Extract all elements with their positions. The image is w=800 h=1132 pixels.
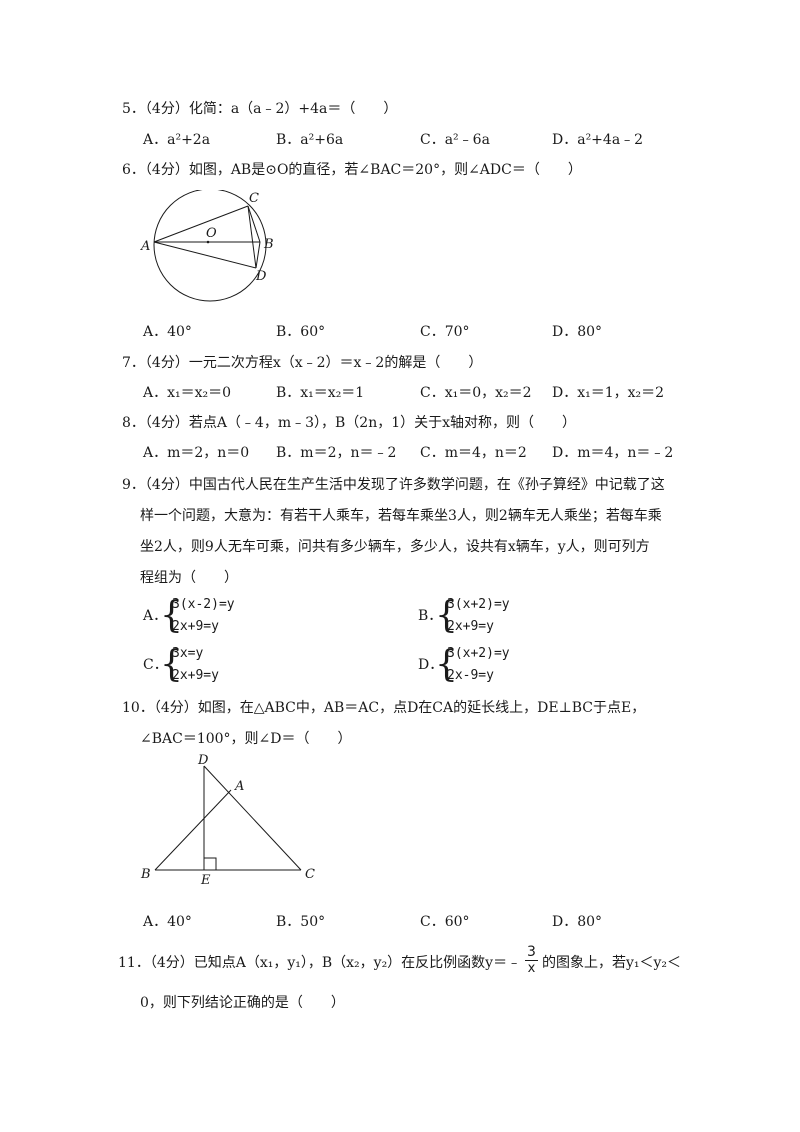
- q11-fraction: 3 x: [525, 944, 538, 976]
- q8-option-c[interactable]: C．m＝4，n＝2: [420, 445, 527, 461]
- q11-fraction-denominator: x: [527, 961, 536, 976]
- label-b: B: [140, 867, 151, 882]
- segment-ba: [154, 789, 232, 871]
- brace-icon: {: [435, 644, 458, 685]
- q9-stem-line-4: 程组为（ ）: [140, 570, 238, 586]
- segment-dc: [203, 765, 302, 871]
- label-e: E: [200, 873, 211, 888]
- q9-stem-line-1: 9．（4分）中国古代人民在生产生活中发现了许多数学问题，在《孙子算经》中记载了这: [122, 477, 665, 493]
- label-c: C: [249, 191, 259, 206]
- right-angle-icon: [204, 857, 217, 870]
- label-a: A: [140, 239, 150, 254]
- q10-option-b[interactable]: B．50°: [276, 914, 326, 930]
- q6-stem: 6．（4分）如图，AB是⊙O的直径，若∠BAC＝20°，则∠ADC＝（ ）: [122, 162, 582, 178]
- q6-option-c[interactable]: C．70°: [420, 324, 470, 340]
- q9-option-b-eq1: 3(x+2)=y: [447, 597, 510, 612]
- label-o: O: [206, 226, 217, 241]
- q7-option-b[interactable]: B．x₁＝x₂＝1: [276, 385, 365, 401]
- q8-option-d[interactable]: D．m＝4，n＝﹣2: [552, 445, 674, 461]
- q9-option-d-letter[interactable]: D．: [418, 657, 444, 673]
- circle-o: [153, 190, 267, 302]
- q9-option-d-system[interactable]: 3(x+2)=y 2x-9=y: [447, 643, 510, 687]
- q9-stem-line-2: 样一个问题，大意为：有若干人乘车，若每车乘坐3人，则2辆车无人乘坐；若每车乘: [140, 508, 662, 524]
- q5-stem: 5．（4分）化简：a（a﹣2）+4a＝（ ）: [122, 101, 398, 117]
- q7-option-d[interactable]: D．x₁＝1，x₂＝2: [552, 385, 665, 401]
- q10-option-c[interactable]: C．60°: [420, 914, 470, 930]
- q6-circle-figure: A C B D O: [140, 190, 274, 302]
- q9-option-c-system[interactable]: 3x=y 2x+9=y: [172, 643, 219, 687]
- chord-bd: [255, 241, 261, 269]
- q11-stem-after: 的图象上，若y₁＜y₂＜: [542, 955, 682, 971]
- q6-option-b[interactable]: B．60°: [276, 324, 326, 340]
- label-a: A: [234, 779, 244, 794]
- q8-option-a[interactable]: A．m＝2，n＝0: [143, 445, 250, 461]
- q9-option-c-eq2: 2x+9=y: [172, 668, 219, 683]
- label-d: D: [197, 753, 209, 768]
- q9-option-a-system[interactable]: 3(x-2)=y 2x+9=y: [172, 594, 235, 638]
- q5-option-d[interactable]: D．a²+4a﹣2: [552, 132, 644, 148]
- q6-option-d[interactable]: D．80°: [552, 324, 603, 340]
- q9-option-d-eq2: 2x-9=y: [447, 668, 494, 683]
- label-d: D: [255, 269, 267, 284]
- q9-option-b-eq2: 2x+9=y: [447, 619, 494, 634]
- q9-option-b-letter[interactable]: B．: [418, 608, 443, 624]
- q11-stem-before: 11．（4分）已知点A（x₁，y₁），B（x₂，y₂）在反比例函数y＝﹣: [118, 955, 522, 971]
- label-c: C: [305, 867, 315, 882]
- q7-option-c[interactable]: C．x₁＝0，x₂＝2: [420, 385, 532, 401]
- q9-option-b-system[interactable]: 3(x+2)=y 2x+9=y: [447, 594, 510, 638]
- q10-option-a[interactable]: A．40°: [143, 914, 192, 930]
- q10-stem-line-1: 10．（4分）如图，在△ABC中，AB＝AC，点D在CA的延长线上，DE⊥BC于…: [122, 700, 646, 716]
- chord-cb: [247, 205, 261, 243]
- q11-fraction-numerator: 3: [525, 944, 538, 961]
- q9-stem-line-3: 坐2人，则9人无车可乘，问共有多少辆车，多少人，设共有x辆车，y人，则可列方: [140, 539, 650, 555]
- chord-ac: [153, 205, 249, 243]
- brace-icon: {: [160, 595, 183, 636]
- q8-stem: 8．（4分）若点A（﹣4，m﹣3），B（2n，1）关于x轴对称，则（ ）: [122, 415, 577, 431]
- label-b: B: [263, 237, 274, 252]
- q9-option-d-eq1: 3(x+2)=y: [447, 646, 510, 661]
- q9-option-a-eq2: 2x+9=y: [172, 619, 219, 634]
- q5-option-a[interactable]: A．a²+2a: [143, 132, 211, 148]
- q8-option-b[interactable]: B．m＝2，n＝﹣2: [276, 445, 397, 461]
- q5-option-c[interactable]: C．a²﹣6a: [420, 132, 490, 148]
- q10-stem-line-2: ∠BAC＝100°，则∠D＝（ ）: [140, 731, 352, 747]
- q10-option-d[interactable]: D．80°: [552, 914, 603, 930]
- brace-icon: {: [160, 644, 183, 685]
- q9-option-a-eq1: 3(x-2)=y: [172, 597, 235, 612]
- q9-option-c-eq1: 3x=y: [172, 646, 204, 661]
- q7-option-a[interactable]: A．x₁＝x₂＝0: [143, 385, 232, 401]
- q9-option-a-letter[interactable]: A．: [143, 608, 168, 624]
- brace-icon: {: [435, 595, 458, 636]
- q5-option-b[interactable]: B．a²+6a: [276, 132, 344, 148]
- chord-cd: [247, 205, 257, 269]
- q11-stem-line-2: 0，则下列结论正确的是（ ）: [140, 995, 345, 1011]
- chord-ad: [153, 241, 257, 269]
- q9-option-c-letter[interactable]: C．: [143, 657, 168, 673]
- center-point-o: [206, 240, 210, 244]
- q7-stem: 7．（4分）一元二次方程x（x﹣2）＝x﹣2的解是（ ）: [122, 355, 483, 371]
- q10-triangle-figure: D A B E C: [140, 753, 315, 888]
- q6-option-a[interactable]: A．40°: [143, 324, 192, 340]
